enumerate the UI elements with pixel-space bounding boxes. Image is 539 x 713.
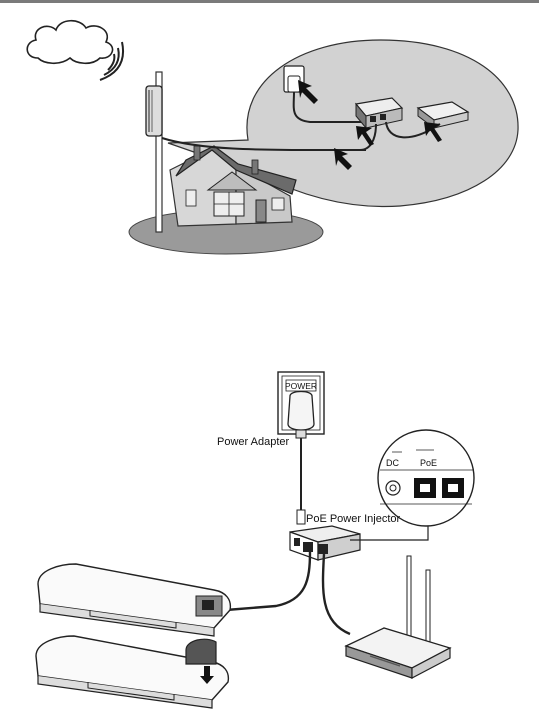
- ethernet-cable-to-router: [323, 554, 350, 634]
- cpe-device-closing: [36, 636, 228, 708]
- power-adapter: [288, 392, 314, 525]
- ethernet-cable-to-cpe: [226, 552, 310, 610]
- power-adapter-label: Power Adapter: [217, 436, 289, 448]
- port-detail-circle: DC PoE: [378, 430, 474, 526]
- port-dc-label: DC: [386, 458, 399, 468]
- port-poe-label: PoE: [420, 458, 437, 468]
- cpe-device-open: [38, 564, 230, 636]
- cloud-icon: [27, 21, 112, 64]
- connection-diagram: POWER Power Adapter DC PoE PoE Power Inj…: [36, 372, 474, 708]
- power-socket-label: POWER: [285, 381, 317, 391]
- wireless-router: [346, 556, 450, 678]
- poe-injector-label: PoE Power Injector: [306, 513, 400, 525]
- detail-link-line: [350, 526, 428, 540]
- outdoor-cpe-device: [146, 86, 162, 136]
- outdoor-scene: [27, 21, 518, 254]
